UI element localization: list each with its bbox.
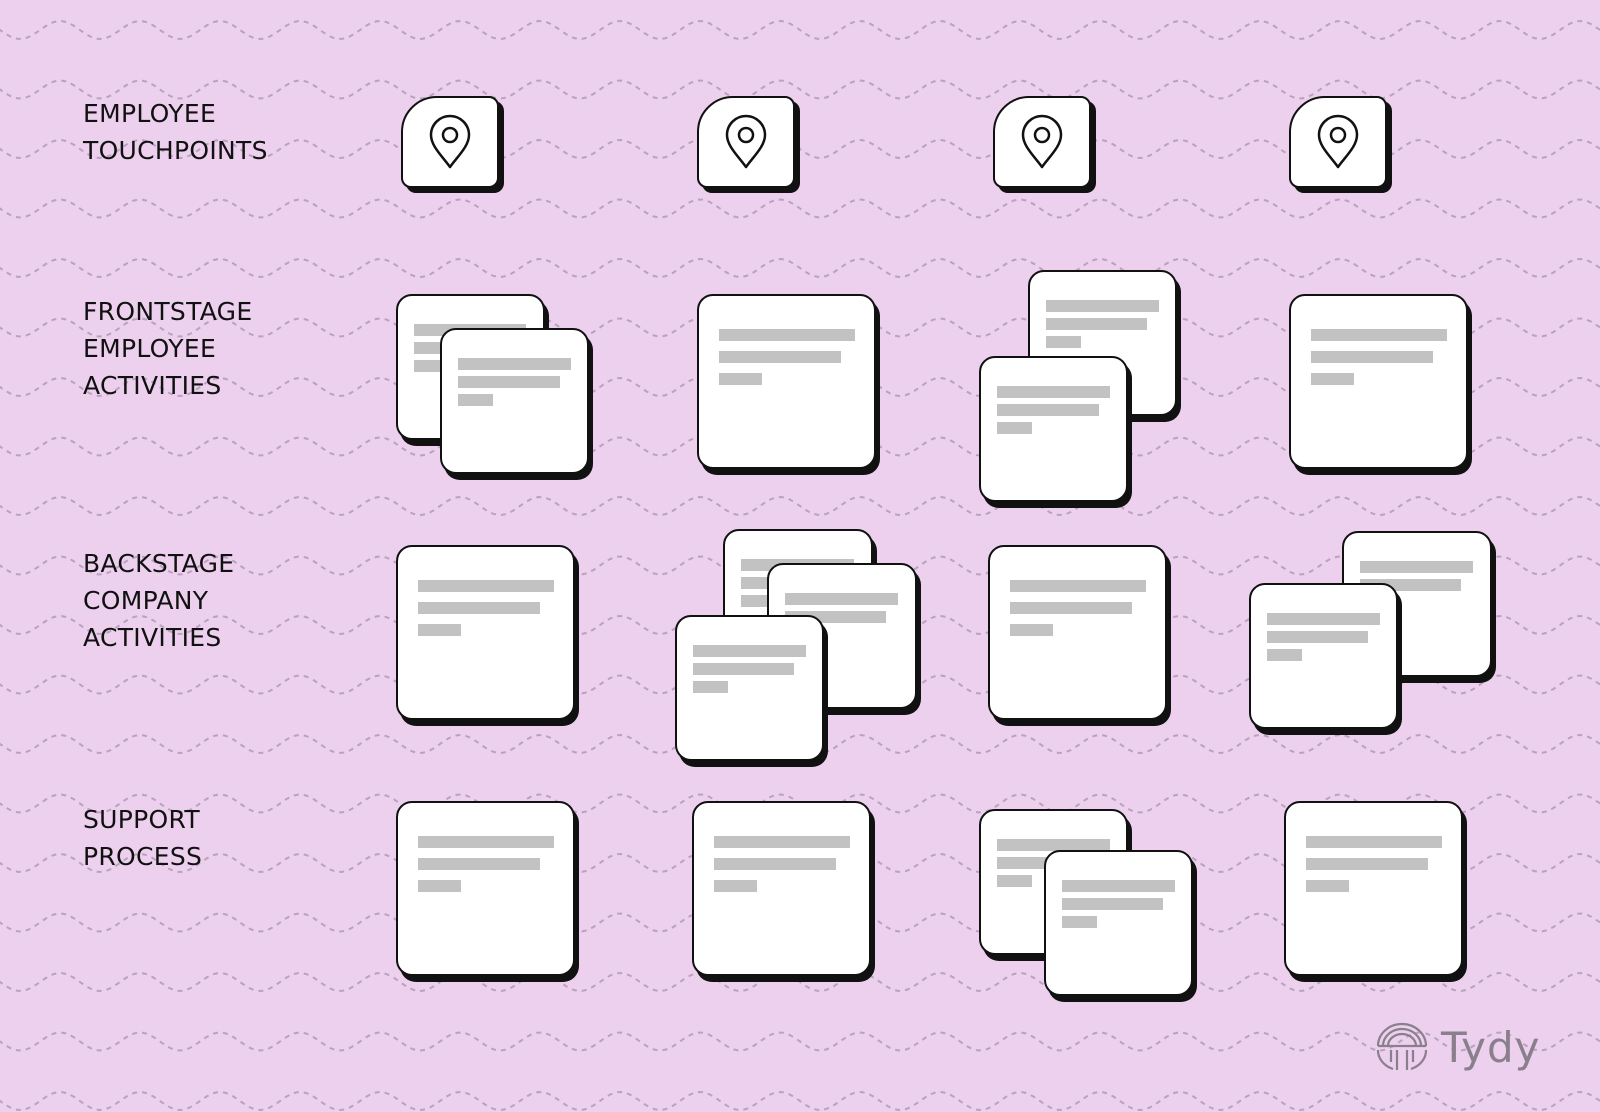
map-pin-icon: [1317, 114, 1359, 169]
placeholder-card[interactable]: [1044, 850, 1193, 996]
placeholder-card[interactable]: [396, 545, 575, 720]
wave-line: [0, 1031, 1600, 1052]
touchpoint-tile-2[interactable]: [697, 96, 795, 188]
placeholder-card[interactable]: [396, 801, 575, 976]
row-label-frontstage-employee-activities: FRONTSTAGE EMPLOYEE ACTIVITIES: [83, 297, 253, 400]
wave-line: [0, 198, 1600, 219]
row-label-backstage-company-activities: BACKSTAGE COMPANY ACTIVITIES: [83, 549, 235, 652]
placeholder-card[interactable]: [1284, 801, 1463, 976]
placeholder-card[interactable]: [440, 328, 589, 474]
wave-line: [0, 20, 1600, 40]
row-label-support-process: SUPPORT PROCESS: [83, 805, 203, 871]
map-pin-icon: [725, 114, 767, 169]
wave-line: [0, 496, 1600, 516]
logo-text: Tydy: [1441, 1022, 1541, 1072]
placeholder-card[interactable]: [988, 545, 1167, 720]
wave-line: [0, 972, 1600, 992]
touchpoint-tile-4[interactable]: [1289, 96, 1387, 188]
placeholder-card[interactable]: [675, 615, 824, 761]
placeholder-card[interactable]: [692, 801, 871, 976]
wave-line: [0, 1091, 1600, 1111]
wave-line: [0, 258, 1600, 278]
row-label-employee-touchpoints: EMPLOYEE TOUCHPOINTS: [83, 99, 268, 165]
map-pin-icon: [1021, 114, 1063, 169]
map-pin-icon: [429, 114, 471, 169]
placeholder-card[interactable]: [1289, 294, 1468, 469]
placeholder-card[interactable]: [697, 294, 876, 469]
placeholder-card[interactable]: [1249, 583, 1398, 729]
wave-line: [0, 139, 1600, 159]
touchpoint-tile-3[interactable]: [993, 96, 1091, 188]
placeholder-card[interactable]: [979, 356, 1128, 502]
touchpoint-tile-1[interactable]: [401, 96, 499, 188]
tydy-logo: Tydy: [1375, 1022, 1540, 1072]
tydy-logo-icon: [1376, 1022, 1428, 1071]
wave-line: [0, 79, 1600, 100]
